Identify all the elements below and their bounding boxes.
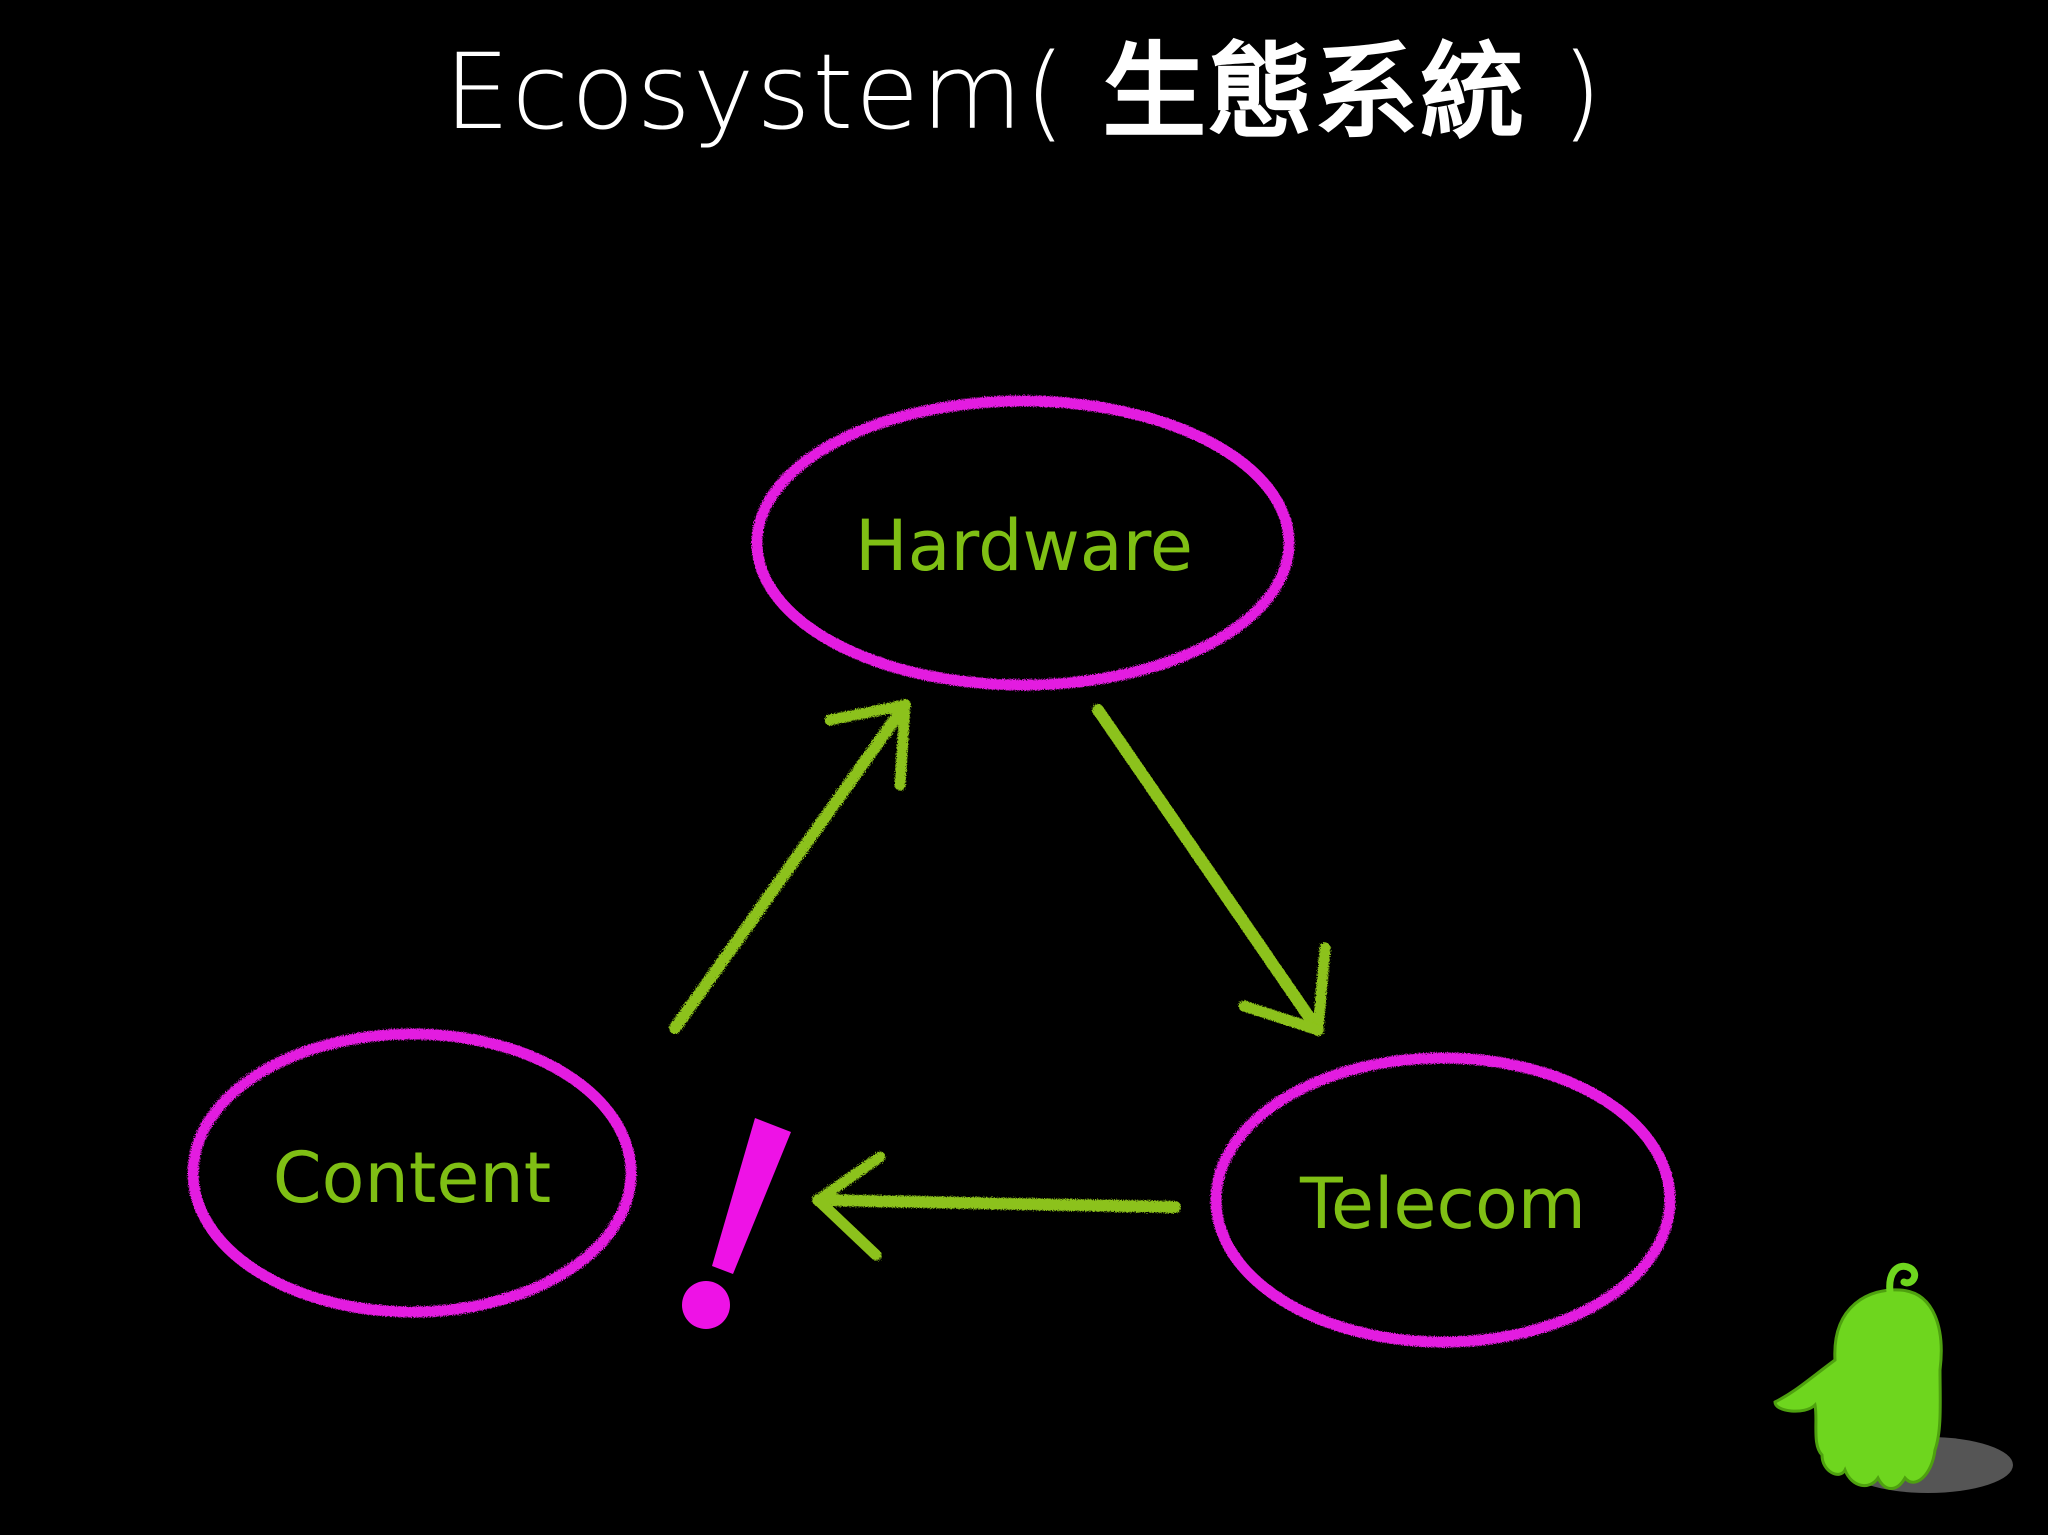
content-ellipse bbox=[187, 1028, 637, 1318]
node-telecom: Telecom bbox=[1210, 1052, 1676, 1348]
arrow-telecom-to-content bbox=[812, 1151, 1181, 1261]
exclamation-mark bbox=[682, 1118, 791, 1329]
arrow-content-to-hardware bbox=[669, 699, 911, 1034]
title-close: ) bbox=[1561, 31, 1604, 153]
telecom-ellipse bbox=[1210, 1052, 1676, 1348]
hardware-label: Hardware bbox=[855, 505, 1193, 587]
telecom-label: Telecom bbox=[1299, 1163, 1586, 1245]
node-content: Content bbox=[187, 1028, 637, 1318]
node-hardware: Hardware bbox=[751, 395, 1295, 691]
title-latin: Ecosystem( bbox=[444, 31, 1068, 153]
green-ghost-mascot-icon bbox=[1773, 1262, 2013, 1493]
hardware-ellipse bbox=[751, 395, 1295, 691]
slide-title: Ecosystem( 生態系統 ) bbox=[0, 30, 2048, 155]
arrow-hardware-to-telecom bbox=[1092, 704, 1331, 1036]
content-label: Content bbox=[273, 1137, 551, 1219]
title-cjk: 生態系統 bbox=[1102, 31, 1527, 153]
